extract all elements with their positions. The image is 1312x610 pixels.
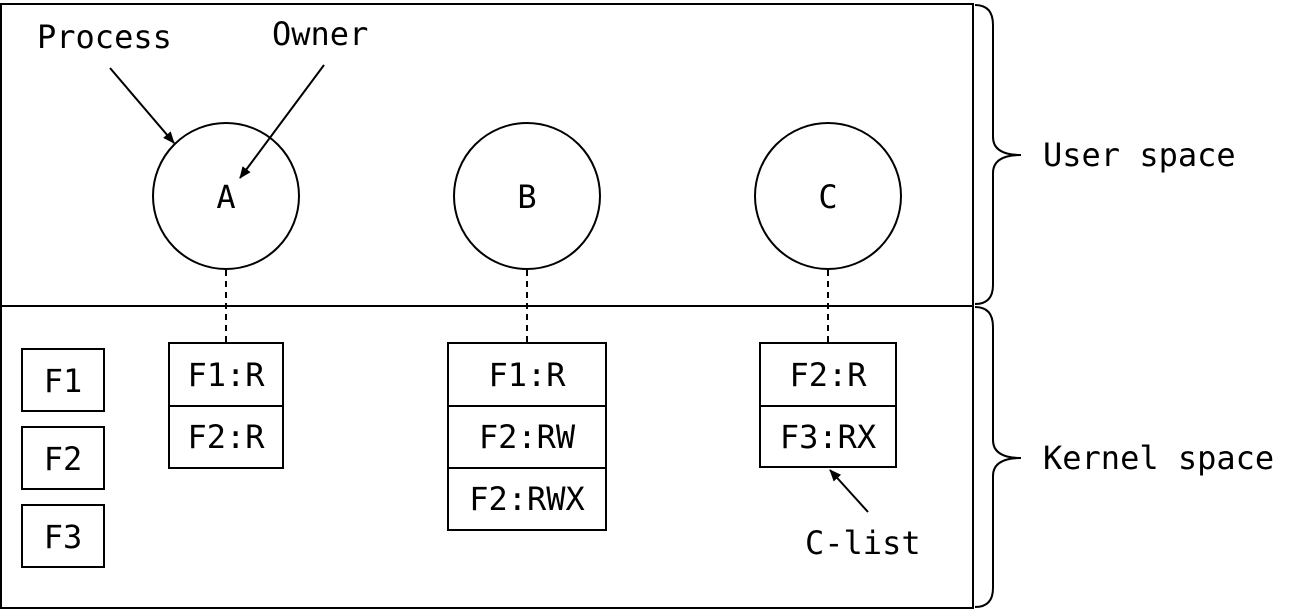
file-label: F1 bbox=[44, 362, 83, 400]
file-label: F2 bbox=[44, 440, 83, 478]
owner-annotation-label: Owner bbox=[272, 15, 368, 53]
kernel-files: F1 F2 F3 bbox=[21, 348, 105, 568]
owner-annotation-arrow bbox=[239, 64, 325, 179]
clist-b-entry-label: F2:RWX bbox=[469, 480, 585, 518]
process-c: C bbox=[754, 122, 902, 342]
clist-a-entry bbox=[168, 405, 284, 469]
process-a-circle bbox=[152, 122, 300, 270]
kernel-space-brace bbox=[974, 306, 1022, 608]
process-c-circle bbox=[754, 122, 902, 270]
clist-b-entry-label: F2:RW bbox=[479, 418, 576, 456]
file-label: F3 bbox=[44, 518, 83, 556]
clist-annotation-arrow bbox=[829, 469, 869, 513]
user-space-brace bbox=[974, 4, 1022, 305]
file-box bbox=[21, 504, 105, 568]
clist-a: F1:R F2:R bbox=[168, 342, 284, 469]
clist-b-entry-label: F1:R bbox=[488, 356, 566, 394]
process-annotation-arrow bbox=[109, 67, 175, 144]
process-a: A bbox=[152, 122, 300, 342]
process-a-label: A bbox=[216, 178, 235, 216]
process-annotation-label: Process bbox=[37, 18, 172, 56]
user-space-label: User space bbox=[1043, 136, 1236, 174]
clist-c-entry bbox=[759, 405, 897, 468]
clist-a-entry-label: F2:R bbox=[187, 418, 265, 456]
process-b-label: B bbox=[517, 178, 536, 216]
file-box bbox=[21, 426, 105, 490]
clist-c: F2:R F3:RX bbox=[759, 342, 897, 468]
clist-b-entry bbox=[447, 467, 607, 531]
clist-c-entry-label: F3:RX bbox=[780, 418, 876, 456]
file-box bbox=[21, 348, 105, 412]
clist-annotation-label: C-list bbox=[805, 524, 921, 562]
process-b-circle bbox=[453, 122, 601, 270]
clist-a-entry-label: F1:R bbox=[187, 356, 265, 394]
process-b: B bbox=[453, 122, 601, 342]
process-c-label: C bbox=[818, 178, 837, 216]
kernel-space-label: Kernel space bbox=[1043, 439, 1274, 477]
clist-b: F1:R F2:RW F2:RWX bbox=[447, 342, 607, 531]
clist-c-entry-label: F2:R bbox=[789, 356, 867, 394]
